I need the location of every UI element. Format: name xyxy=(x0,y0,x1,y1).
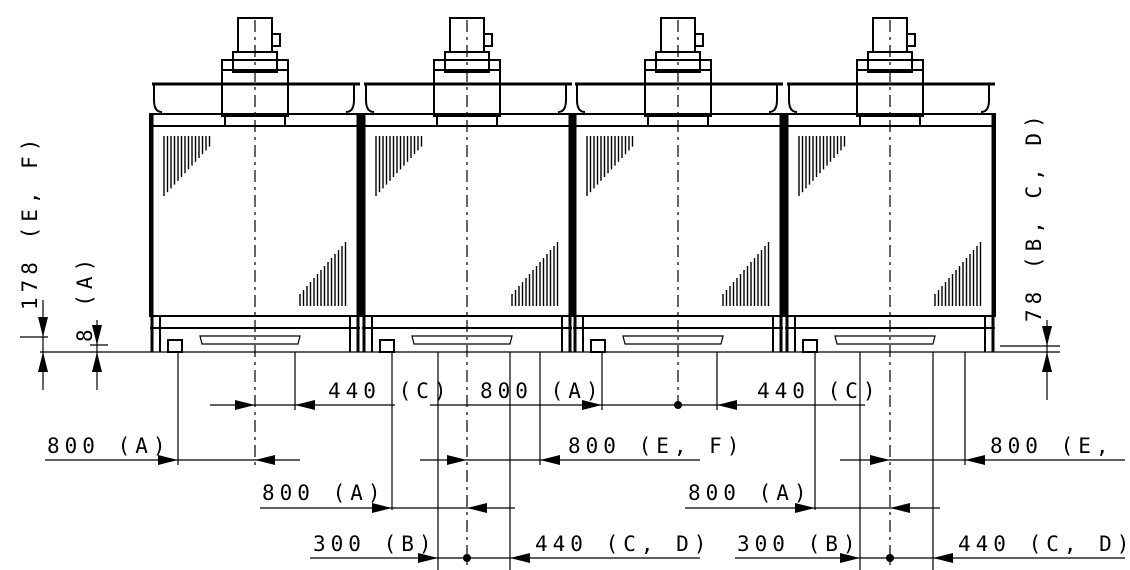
dim-440-cd-1: 440 (C, D) xyxy=(535,532,711,556)
dim-78-bcd: 78 (B, C, D) xyxy=(1022,110,1046,322)
dim-440-c-2: 440 (C) xyxy=(757,379,881,403)
dim-800-ef-1: 800 (E, F) xyxy=(568,434,744,458)
dim-800-ef-2: 800 (E, F) xyxy=(990,434,1130,458)
dim-440-c-1: 440 (C) xyxy=(328,379,452,403)
dim-800-a-3: 800 (A) xyxy=(262,481,386,505)
dim-300-b-1: 300 (B) xyxy=(313,532,437,556)
dim-800-a-4: 800 (A) xyxy=(688,481,812,505)
tower-unit xyxy=(572,17,784,353)
tower-unit xyxy=(149,17,361,353)
dimension-lines xyxy=(20,20,1125,570)
dim-440-cd-2: 440 (C, D) xyxy=(958,532,1130,556)
dim-8-a: 8 (A) xyxy=(73,254,97,342)
tower-units xyxy=(149,17,996,353)
dim-300-b-2: 300 (B) xyxy=(737,532,861,556)
dim-800-a-top: 800 (A) xyxy=(480,379,604,403)
dim-800-a-left: 800 (A) xyxy=(47,434,171,458)
dim-178-ef: 178 (E, F) xyxy=(18,134,42,310)
